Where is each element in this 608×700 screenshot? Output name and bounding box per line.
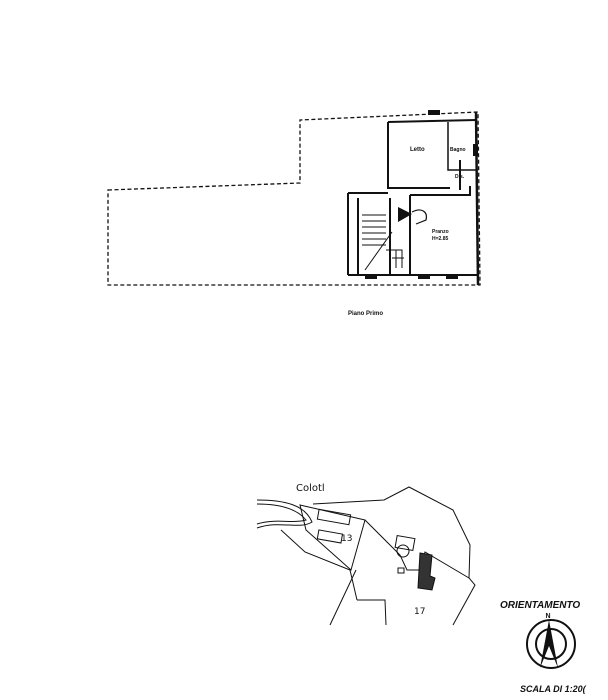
- compass-outer-ring: [526, 619, 576, 669]
- road: [256, 499, 313, 529]
- parcel-number-17: 17: [414, 607, 425, 617]
- building: [394, 534, 416, 552]
- room-label-bagno: Bagno: [450, 147, 466, 153]
- parcel-17-boundary: [364, 519, 470, 579]
- building: [397, 567, 405, 574]
- compass-inner-ring: [535, 628, 567, 660]
- floor-plan: Letto Bagno Dis. Pranzo H=2.85 Piano Pri…: [107, 110, 481, 317]
- lot-line-south: [329, 569, 357, 626]
- parcel-number-13: 13: [341, 534, 352, 544]
- door-swing: [411, 209, 427, 225]
- room-label-letto: Letto: [410, 147, 425, 153]
- walls: [347, 111, 480, 286]
- plan-perimeter-dashed: [107, 111, 481, 286]
- room-height-label: H=2.85: [432, 236, 448, 242]
- floor-plan-title: Piano Primo: [348, 311, 383, 317]
- room-label-pranzo: Pranzo: [432, 229, 449, 235]
- entrance-arrow: [398, 207, 412, 222]
- north-label: N: [545, 613, 550, 620]
- north-arrow-icon: [540, 620, 558, 668]
- building-round: [396, 544, 410, 558]
- parcel-13-boundary: [280, 504, 366, 601]
- lot-line: [357, 599, 387, 626]
- room-label-dis: Dis.: [455, 174, 465, 180]
- site-plan: Colotl 13 17: [256, 483, 476, 626]
- road-edge: [256, 503, 307, 525]
- place-name-label: Colotl: [296, 483, 325, 494]
- stairs: [362, 214, 404, 271]
- building: [316, 508, 352, 526]
- orientation-compass: ORIENTAMENTO N SCALA DI 1:20(: [500, 600, 587, 694]
- scale-label: SCALA DI 1:20(: [520, 684, 587, 694]
- orientation-title: ORIENTAMENTO: [500, 600, 580, 611]
- hatched-building: [417, 552, 436, 591]
- windows: [365, 110, 478, 279]
- building: [316, 529, 344, 544]
- parcel-boundary-north: [312, 486, 476, 626]
